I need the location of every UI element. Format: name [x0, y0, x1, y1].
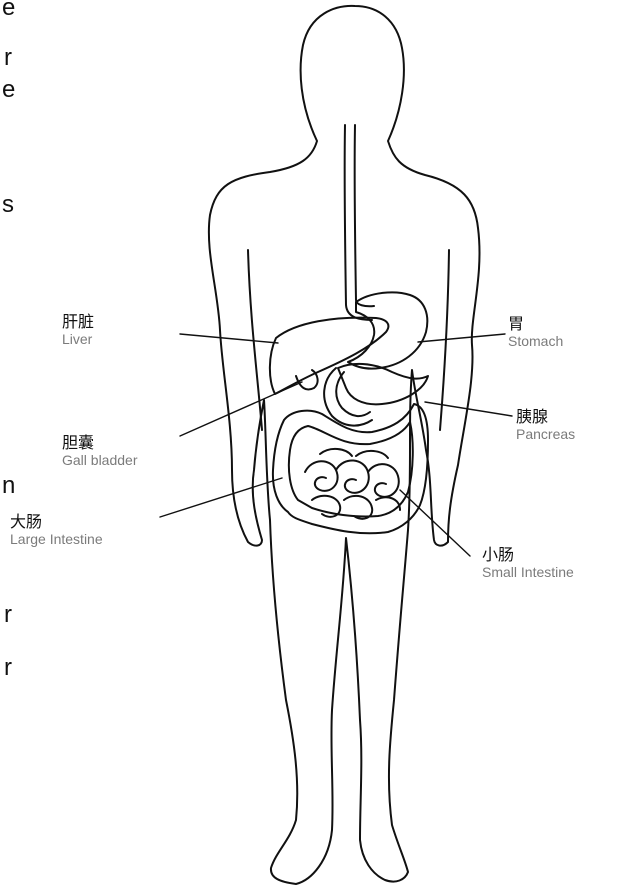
- pancreas-label-en: Pancreas: [516, 426, 575, 443]
- gall-bladder-label: 胆囊 Gall bladder: [62, 433, 138, 469]
- pancreas-label-zh: 胰腺: [516, 407, 575, 426]
- stomach-label: 胃 Stomach: [508, 314, 563, 350]
- large-intestine: [273, 404, 428, 533]
- small-intestine-leader: [400, 490, 470, 556]
- pancreas-label: 胰腺 Pancreas: [516, 407, 575, 443]
- gall-bladder-label-en: Gall bladder: [62, 452, 138, 469]
- gall-bladder-label-zh: 胆囊: [62, 433, 138, 452]
- large-intestine-label-zh: 大肠: [10, 512, 103, 531]
- small-intestine-label-zh: 小肠: [482, 545, 574, 564]
- large-intestine-label: 大肠 Large Intestine: [10, 512, 103, 548]
- small-intestine-label-en: Small Intestine: [482, 564, 574, 581]
- liver-label: 肝脏 Liver: [62, 312, 94, 348]
- gall-bladder: [296, 370, 318, 390]
- gall-bladder-leader: [180, 382, 302, 436]
- small-intestine-label: 小肠 Small Intestine: [482, 545, 574, 581]
- liver-label-zh: 肝脏: [62, 312, 94, 331]
- small-intestine: [305, 449, 400, 519]
- liver-leader: [180, 334, 278, 343]
- esophagus: [345, 125, 372, 320]
- stomach-leader: [418, 334, 505, 342]
- large-intestine-label-en: Large Intestine: [10, 531, 103, 548]
- liver-label-en: Liver: [62, 331, 94, 348]
- duodenum: [324, 368, 372, 426]
- stomach-label-zh: 胃: [508, 314, 563, 333]
- esophagus: [355, 125, 374, 306]
- liver: [270, 318, 389, 394]
- large-intestine-leader: [160, 478, 282, 517]
- stomach-label-en: Stomach: [508, 333, 563, 350]
